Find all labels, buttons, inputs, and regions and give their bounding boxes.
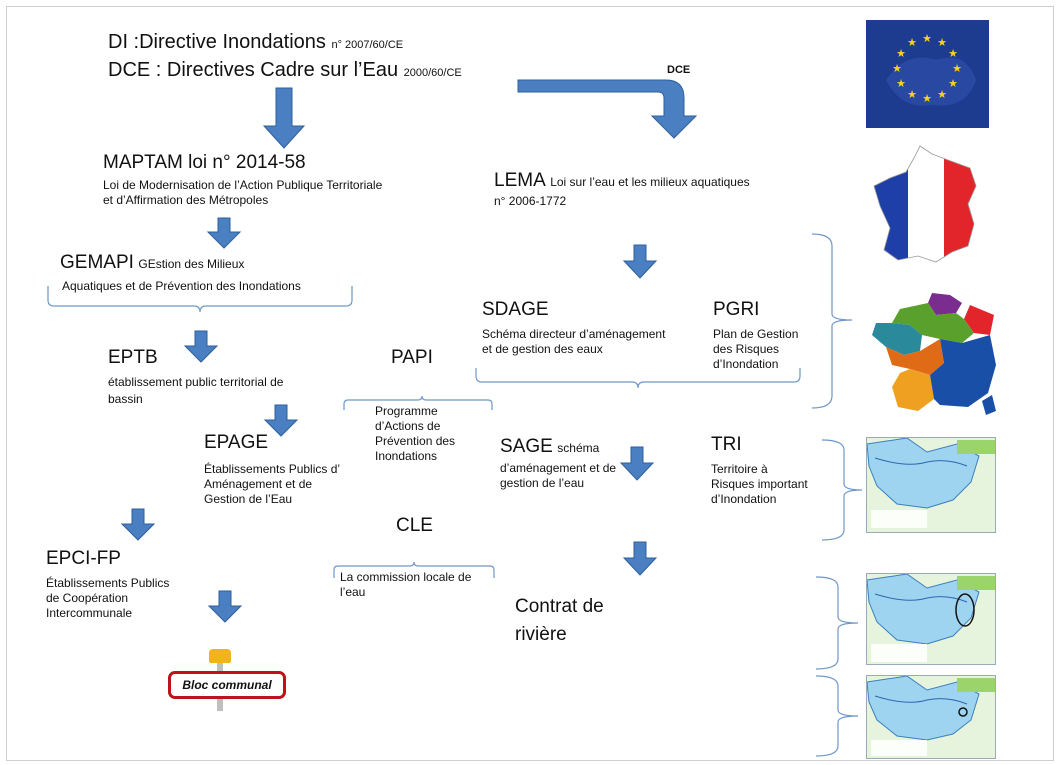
epage-title: EPAGE	[204, 432, 269, 453]
arrow-down-lema-to-sdage	[622, 244, 658, 279]
epage-desc: Établissements Publics d’ Aménagement et…	[204, 462, 340, 506]
sdage-desc: Schéma directeur d’aménagement et de ges…	[482, 327, 666, 356]
eptb-title: EPTB	[108, 347, 158, 368]
dce-heading: DCE : Directives Cadre sur l’Eau 2000/60…	[108, 59, 462, 81]
svg-text:★: ★	[907, 88, 917, 101]
brace-france-regions	[811, 233, 853, 409]
france-flag-map-icon	[873, 145, 977, 263]
contrat-basin-map-1-image	[866, 573, 996, 665]
maptam-desc-2: et d’Affirmation des Métropoles	[103, 193, 269, 207]
cle-desc: La commission locale de l’eau	[340, 570, 472, 599]
slide-frame	[6, 6, 1054, 761]
brace-papi	[343, 395, 493, 410]
pgri-desc: Plan de Gestion des Risques d’Inondation	[713, 327, 799, 371]
sign-lamp	[209, 649, 231, 663]
epci-title: EPCI-FP	[46, 548, 121, 569]
epci-desc: Établissements Publics de Coopération In…	[46, 576, 170, 620]
svg-text:★: ★	[937, 88, 947, 101]
lema-desc-2: n° 2006-1772	[494, 194, 567, 208]
papi-desc: Programme d’Actions de Prévention des In…	[375, 404, 456, 463]
tri-basin-map-image	[866, 437, 996, 533]
france-basins-map-image	[870, 289, 1000, 419]
eu-flag-image: ★★★ ★★★ ★★★ ★★★	[866, 20, 989, 128]
france-flag-map-image	[870, 142, 982, 268]
seine-basin-map-icon	[867, 574, 995, 664]
cle-title: CLE	[396, 515, 433, 536]
svg-text:★: ★	[922, 92, 932, 105]
gemapi-heading: GEMAPI GEstion des Milieux	[60, 252, 245, 273]
pgri-title: PGRI	[713, 299, 760, 320]
arrow-down-maptam-to-gemapi	[206, 217, 242, 249]
brace-cle	[333, 561, 495, 578]
tri-desc: Territoire à Risques important d’Inondat…	[711, 462, 808, 506]
svg-text:★: ★	[896, 77, 906, 90]
arrow-curved-dce-to-lema	[517, 79, 698, 139]
arrow-down-sage-to-contrat	[622, 541, 658, 576]
brace-contrat-map-2	[815, 675, 859, 757]
eptb-desc-1: établissement public territorial de	[108, 375, 284, 389]
arrow-down-epci-to-bloc	[207, 590, 243, 623]
svg-text:★: ★	[892, 62, 902, 75]
france-basins-map-icon	[872, 293, 996, 415]
svg-text:★: ★	[948, 47, 958, 60]
arrow-down-gemapi-to-eptb	[183, 330, 219, 363]
sdage-title: SDAGE	[482, 299, 549, 320]
seine-basin-map-icon	[867, 676, 995, 758]
eptb-desc-2: bassin	[108, 392, 143, 406]
svg-text:★: ★	[948, 77, 958, 90]
svg-text:★: ★	[952, 62, 962, 75]
maptam-desc-1: Loi de Modernisation de l’Action Publiqu…	[103, 178, 383, 192]
bloc-communal-sign: Bloc communal	[168, 671, 286, 699]
tri-title: TRI	[711, 434, 742, 455]
contrat-line-1: Contrat de	[515, 596, 604, 617]
dce-arrow-label: DCE	[667, 64, 691, 76]
sage-desc: d’aménagement et de gestion de l’eau	[500, 461, 617, 490]
svg-text:★: ★	[922, 32, 932, 45]
eu-flag-icon: ★★★ ★★★ ★★★ ★★★	[866, 20, 989, 128]
arrow-down-eptb-to-epage	[263, 404, 299, 437]
contrat-basin-map-2-image	[866, 675, 996, 759]
brace-sdage-pgri	[475, 368, 801, 389]
svg-text:★: ★	[907, 36, 917, 49]
arrow-down-di-to-maptam	[262, 87, 306, 149]
brace-gemapi	[47, 286, 353, 313]
sage-heading: SAGE schéma	[500, 436, 600, 457]
seine-basin-map-icon	[867, 438, 995, 532]
brace-contrat-map-1	[815, 576, 859, 670]
svg-text:★: ★	[937, 36, 947, 49]
maptam-title: MAPTAM loi n° 2014-58	[103, 152, 306, 173]
di-heading: DI :Directive Inondations n° 2007/60/CE	[108, 31, 404, 53]
lema-heading: LEMA Loi sur l’eau et les milieux aquati…	[494, 170, 750, 191]
svg-text:★: ★	[896, 47, 906, 60]
contrat-line-2: rivière	[515, 624, 567, 645]
gemapi-desc-2: Aquatiques et de Prévention des Inondati…	[62, 279, 301, 293]
arrow-down-sdage-to-sage	[619, 446, 655, 481]
papi-title: PAPI	[391, 347, 433, 368]
arrow-down-epage-to-epci	[120, 508, 156, 541]
brace-tri-map	[821, 439, 863, 541]
